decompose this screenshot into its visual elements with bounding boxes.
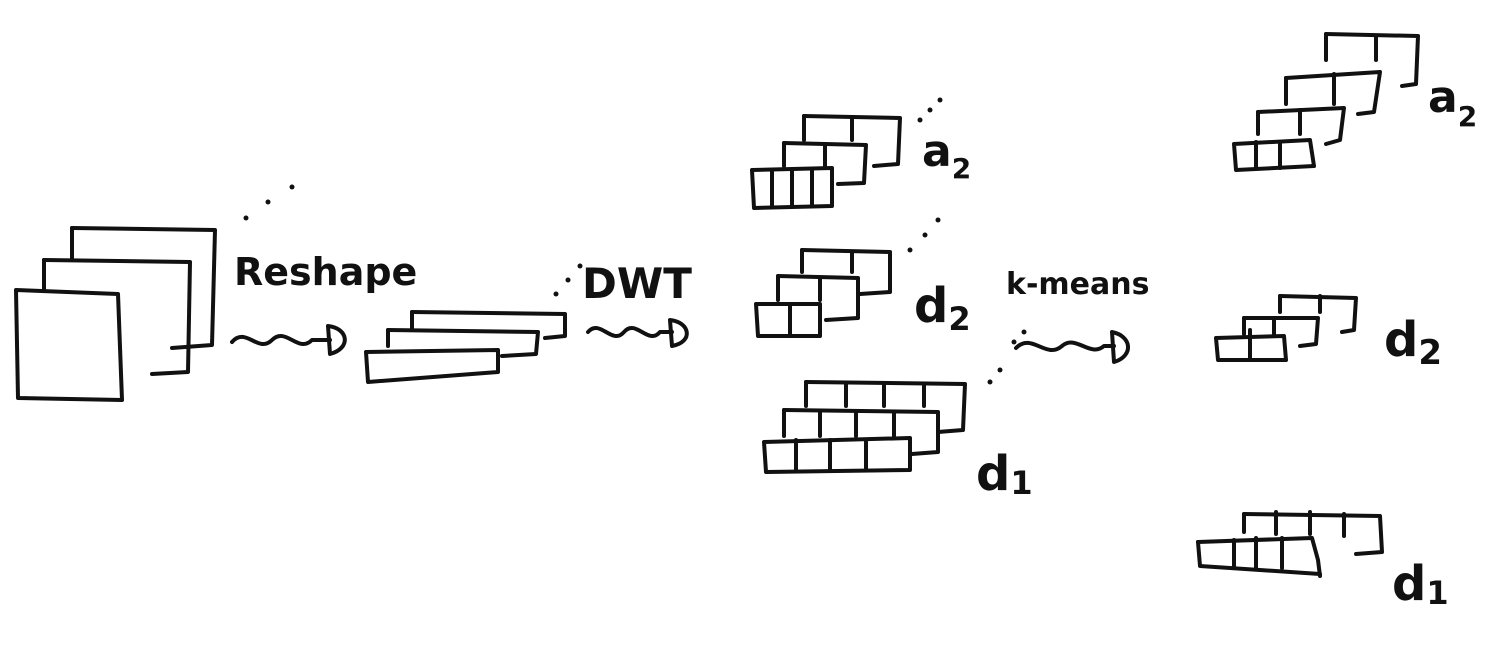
cluster-stack-d2 bbox=[1214, 294, 1358, 362]
coeff-d1-label: d1 bbox=[976, 446, 1033, 502]
coeff-stack-d2 bbox=[754, 217, 941, 338]
dwt-arrow bbox=[586, 318, 689, 348]
cluster-a2-label: a2 bbox=[1428, 72, 1477, 133]
cluster-stack-d1 bbox=[1196, 510, 1384, 578]
dwt-label: DWT bbox=[582, 259, 692, 308]
cluster-d2-label: d2 bbox=[1384, 312, 1442, 373]
reshaped-stack bbox=[364, 263, 583, 384]
reshape-label: Reshape bbox=[234, 250, 417, 294]
input-image-stack bbox=[14, 184, 295, 402]
coeff-a2-label: a2 bbox=[922, 126, 971, 185]
cluster-d1-label: d1 bbox=[1392, 556, 1449, 612]
cluster-stack-a2 bbox=[1232, 32, 1420, 172]
kmeans-label: k-means bbox=[1006, 267, 1149, 302]
coeff-d2-label: d2 bbox=[914, 278, 971, 338]
reshape-arrow bbox=[230, 324, 347, 356]
coeff-stack-d1 bbox=[762, 367, 1003, 474]
coeff-stack-a2 bbox=[750, 97, 943, 210]
kmeans-arrow bbox=[1011, 329, 1130, 364]
